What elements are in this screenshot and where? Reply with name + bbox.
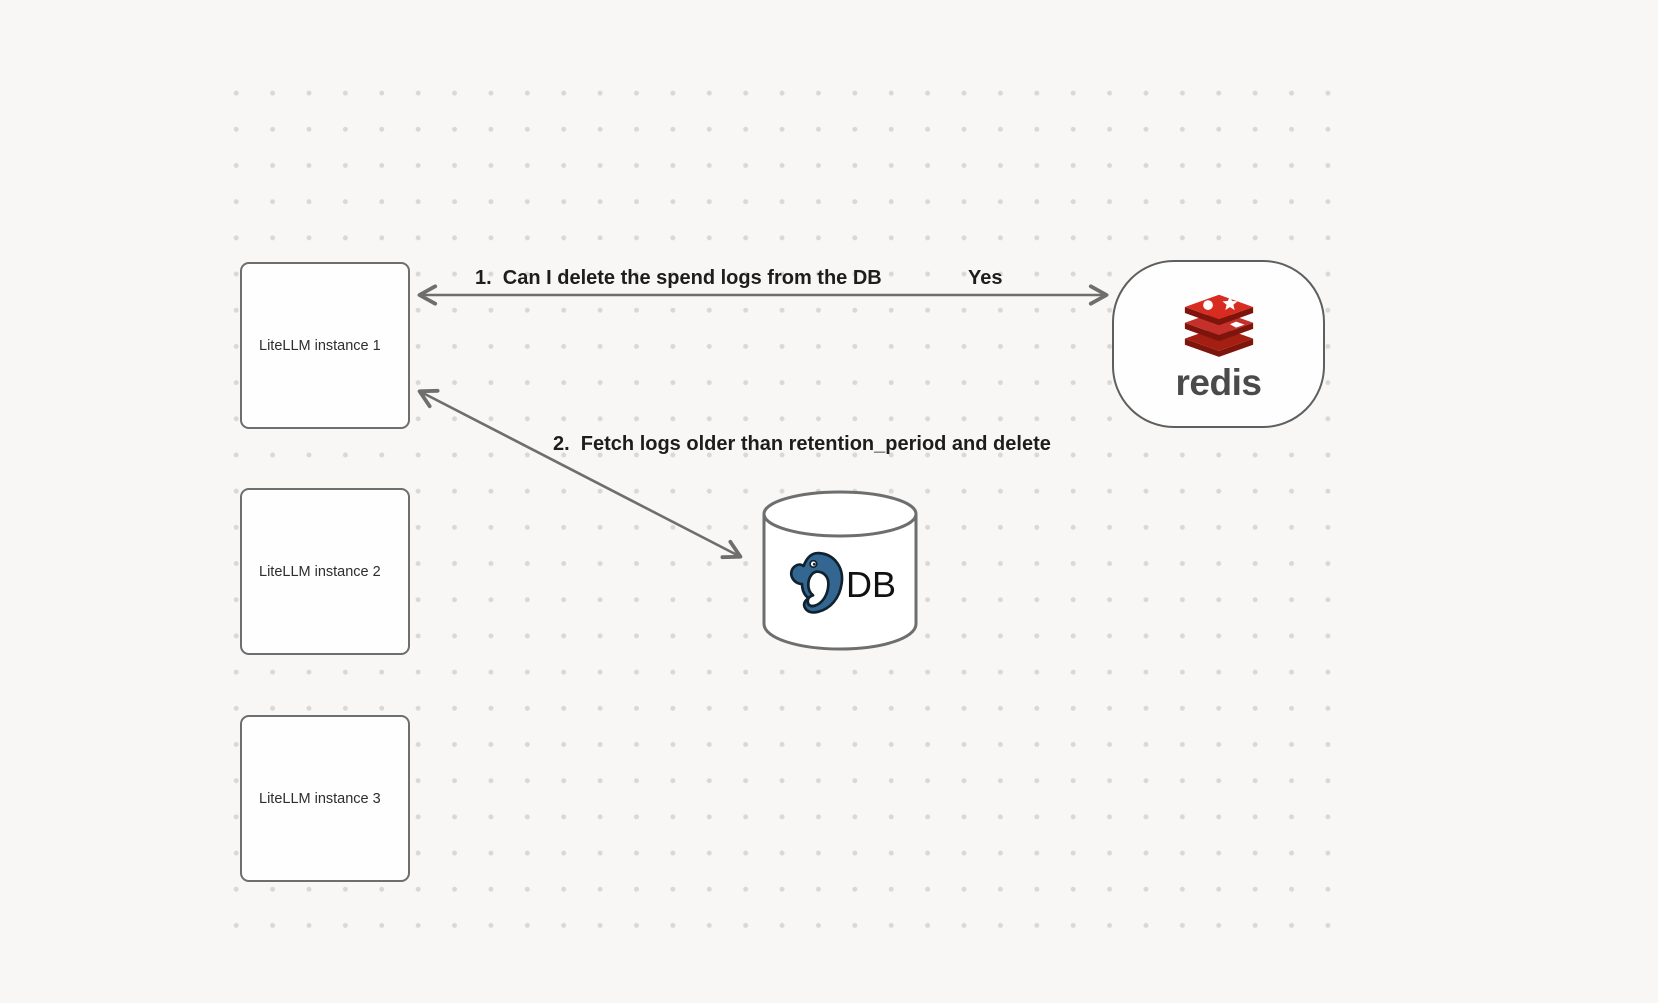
- node-postgres-db[interactable]: DB: [757, 488, 923, 652]
- redis-wordmark: redis: [1175, 362, 1262, 404]
- db-label: DB: [845, 564, 896, 605]
- node-litellm-instance-3[interactable]: LiteLLM instance 3: [240, 715, 410, 882]
- edge-label-delete-spend-logs: 1. Can I delete the spend logs from the …: [475, 267, 882, 289]
- edge-label-yes: Yes: [968, 267, 1003, 289]
- edge-instance1-db[interactable]: [417, 388, 743, 560]
- postgres-elephant-icon: [784, 549, 850, 622]
- node-label: LiteLLM instance 1: [259, 337, 381, 354]
- node-litellm-instance-1[interactable]: LiteLLM instance 1: [240, 262, 410, 429]
- node-redis[interactable]: redis: [1112, 260, 1325, 428]
- node-label: LiteLLM instance 3: [259, 790, 381, 807]
- edge-label-fetch-logs: 2. Fetch logs older than retention_perio…: [553, 433, 1051, 455]
- redis-logo-icon: [1180, 291, 1258, 362]
- node-litellm-instance-2[interactable]: LiteLLM instance 2: [240, 488, 410, 655]
- node-label: LiteLLM instance 2: [259, 563, 381, 580]
